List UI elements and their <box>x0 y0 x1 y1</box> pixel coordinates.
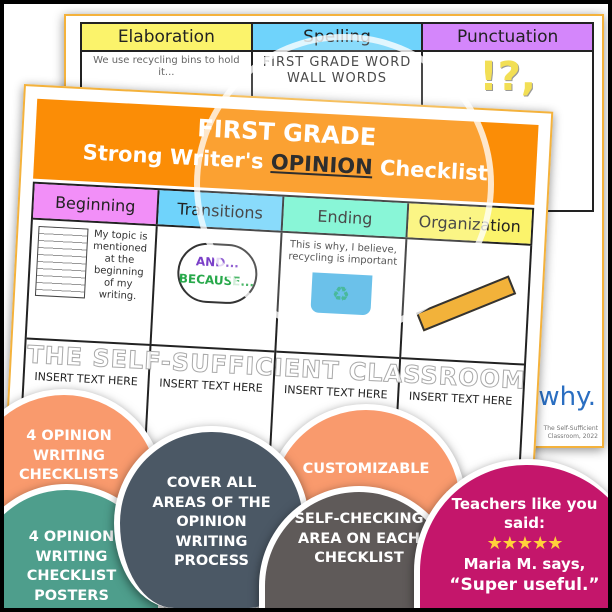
product-image: Elaboration Spelling Punctuation We use … <box>4 4 608 608</box>
header-punctuation: Punctuation <box>423 24 593 50</box>
review-heading: Teachers like you said: <box>451 495 598 532</box>
header-beginning: Beginning <box>33 183 160 225</box>
lined-paper-icon <box>34 225 89 299</box>
reviewer: Maria M. says, <box>463 555 586 573</box>
punctuation-icon: !?, <box>479 54 536 100</box>
copyright: The Self-Sufficient Classroom, 2022 <box>543 425 598 440</box>
review-quote: “Super useful.” <box>449 575 600 595</box>
magnifier-overlay <box>194 34 494 334</box>
beginning-text: My topic is mentioned at the beginning o… <box>92 228 148 303</box>
header-elaboration: Elaboration <box>82 24 253 50</box>
corner-text: why. <box>538 382 596 412</box>
feature-circle-cover-all-areas: COVER ALL AREAS OF THE OPINION WRITING P… <box>114 426 309 608</box>
star-rating-icon: ★★★★★ <box>486 533 564 554</box>
